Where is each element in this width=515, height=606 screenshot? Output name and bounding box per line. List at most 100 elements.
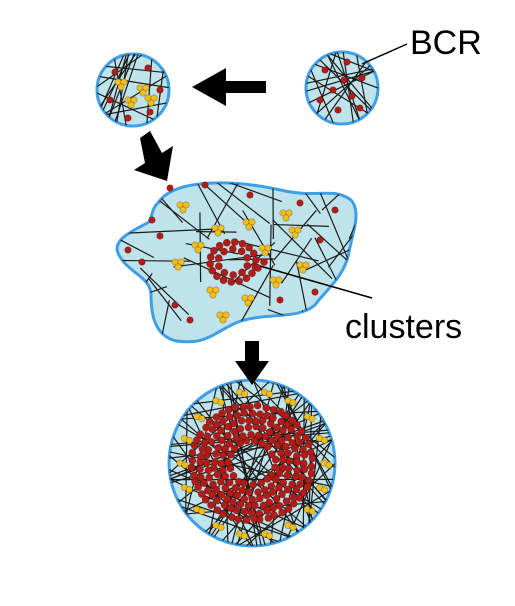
actin-filament <box>327 223 357 268</box>
bcr-molecule <box>250 515 258 523</box>
bcr-molecule <box>144 64 152 72</box>
arrow-down <box>235 341 269 385</box>
bcr-molecule <box>171 301 179 309</box>
bcr-molecule <box>225 413 234 421</box>
antigen-particle <box>217 399 225 407</box>
antigen-particle <box>302 261 310 269</box>
actin-filament <box>272 182 274 240</box>
antigen-particle <box>266 390 274 398</box>
bcr-molecule <box>244 501 253 510</box>
antigen-particle <box>308 507 316 515</box>
bcr-molecule <box>197 490 206 498</box>
bcr-molecule <box>289 499 298 508</box>
bcr-molecule <box>252 417 260 425</box>
bcr-molecule <box>269 405 278 414</box>
bcr-molecule <box>202 459 211 468</box>
bcr-molecule <box>259 501 268 510</box>
bcr-molecule <box>290 444 299 453</box>
bcr-molecule <box>246 191 254 199</box>
antigen-particle <box>214 229 222 237</box>
bcr-molecule <box>219 451 228 460</box>
antigen-particle <box>244 299 252 307</box>
bcr-molecule <box>196 430 205 439</box>
bcr-molecule <box>288 480 297 489</box>
bcr-molecule <box>238 432 247 440</box>
actin-filament <box>269 224 272 306</box>
actin-filament <box>117 191 155 204</box>
bcr-molecule <box>230 444 239 453</box>
bcr-molecule <box>213 272 221 281</box>
bcr-molecule <box>243 253 252 262</box>
bcr-molecule <box>233 491 242 500</box>
bcr-molecule <box>227 278 236 286</box>
bcr-molecule <box>269 414 277 423</box>
actin-filament <box>117 228 214 235</box>
antigen-particle <box>127 101 135 109</box>
bcr-molecule <box>238 486 247 495</box>
actin-filament <box>178 424 322 510</box>
bcr-molecule <box>216 477 225 486</box>
bcr-molecule <box>124 246 132 254</box>
bcr-molecule <box>311 288 319 296</box>
cytoskeleton-filaments <box>306 52 378 124</box>
bcr-molecule <box>287 425 296 434</box>
bcr-molecule <box>201 181 209 189</box>
resting-cell-right <box>304 50 380 126</box>
bcr-molecule <box>278 490 286 499</box>
bcr-molecule <box>214 443 223 452</box>
antigen-particle <box>117 83 125 91</box>
bcr-molecule <box>262 404 271 412</box>
bcr-molecule <box>224 458 232 467</box>
antigen-particle <box>275 276 283 284</box>
actin-filament <box>105 75 167 114</box>
clusters-label: clusters <box>345 308 462 346</box>
bcr-molecules <box>124 181 339 324</box>
antigen-particle <box>272 281 280 289</box>
bcr-molecule <box>229 271 238 279</box>
actin-filament <box>117 273 153 341</box>
bcr-molecule <box>227 513 236 522</box>
actin-filament <box>169 381 270 474</box>
bcr-molecule <box>292 485 301 494</box>
bcr-molecule <box>271 455 280 464</box>
clusters-leader-line <box>259 265 373 299</box>
antigen-particle <box>247 294 255 302</box>
actin-filament <box>348 193 357 239</box>
bcr-molecule <box>248 409 257 418</box>
antigen-particle <box>266 532 274 540</box>
bcr-molecule <box>203 432 212 441</box>
actin-filament <box>268 324 317 332</box>
bcr-molecule <box>258 424 267 432</box>
antigen-particle <box>217 224 225 232</box>
bcr-molecule <box>321 66 329 74</box>
antigen-particle <box>285 209 293 217</box>
bcr-molecule <box>264 514 273 522</box>
bcr-molecule <box>277 436 286 445</box>
bcr-molecule <box>229 471 238 480</box>
antigen-particle <box>289 523 297 531</box>
actin-filament <box>139 267 190 316</box>
actin-filament <box>180 182 226 235</box>
cell-membrane <box>115 181 358 344</box>
bcr-molecule <box>249 249 258 258</box>
actin-filament <box>274 223 329 227</box>
antigen-particle <box>150 94 158 102</box>
bcr-molecule <box>231 403 240 412</box>
antigen-particle <box>321 486 329 494</box>
bcr-molecule <box>242 274 251 283</box>
antigen-particle <box>147 99 155 107</box>
actin-filament <box>209 182 271 224</box>
bcr-molecule <box>358 74 366 82</box>
bcr-molecule <box>260 258 268 266</box>
antigen-particle <box>245 223 253 231</box>
actin-filament <box>330 53 375 72</box>
bcr-molecule <box>304 440 313 449</box>
bcr-molecule <box>263 475 272 483</box>
bcr-molecule <box>284 505 293 513</box>
bcr-molecule <box>254 431 263 440</box>
bcr-molecule <box>205 473 214 482</box>
bcr-molecule <box>226 450 235 459</box>
bcr-molecule <box>246 402 254 411</box>
actin-filament <box>147 277 182 322</box>
